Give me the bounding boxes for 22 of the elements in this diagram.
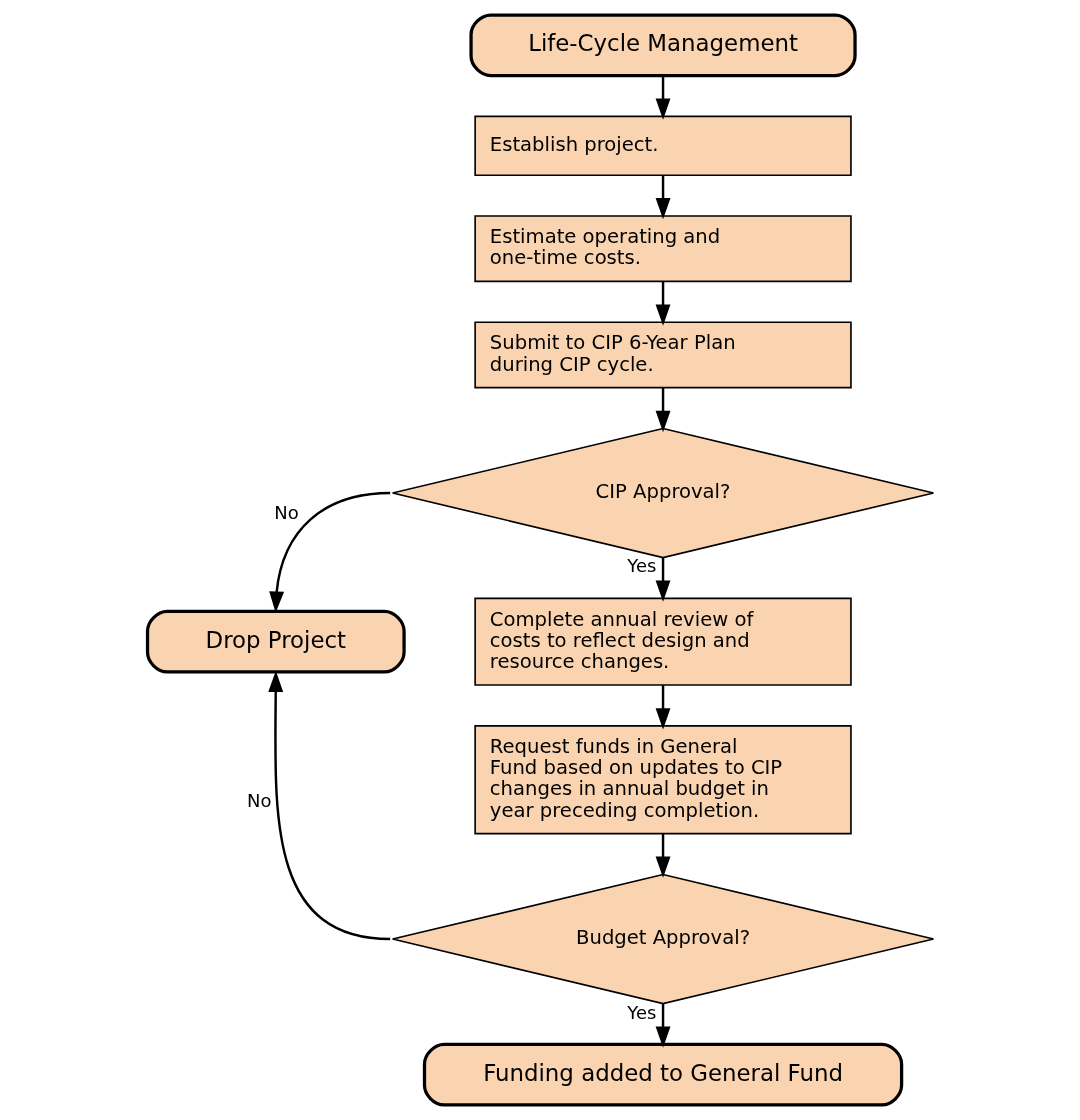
arrow [655, 175, 670, 220]
node-box: Establish project. [473, 115, 852, 177]
arrow [655, 557, 670, 602]
node-box: Request funds in General Fund based on updates to CIP changes in annual budget in year preceding completion. [473, 725, 852, 835]
node-box: Life-Cycle Management [468, 13, 857, 78]
node-box: Submit to CIP 6-Year Plan during CIP cycle. [473, 321, 852, 389]
arrow [267, 670, 390, 941]
arrow [655, 1003, 670, 1048]
arrow [268, 491, 390, 613]
edge-label: No [273, 502, 299, 524]
edge-label: No [246, 789, 271, 811]
arrow [655, 685, 670, 730]
arrow [655, 75, 670, 120]
node-box: Drop Project [145, 609, 406, 674]
node-diamond: CIP Approval? [391, 427, 934, 559]
arrow [655, 387, 670, 433]
arrow [655, 281, 670, 326]
node-box: Funding added to General Fund [422, 1042, 903, 1107]
arrow [655, 833, 670, 878]
node-box: Estimate operating and one-time costs. [473, 215, 852, 283]
node-box: Complete annual review of costs to reflect design and resource changes. [473, 597, 852, 686]
node-diamond: Budget Approval? [391, 873, 934, 1005]
